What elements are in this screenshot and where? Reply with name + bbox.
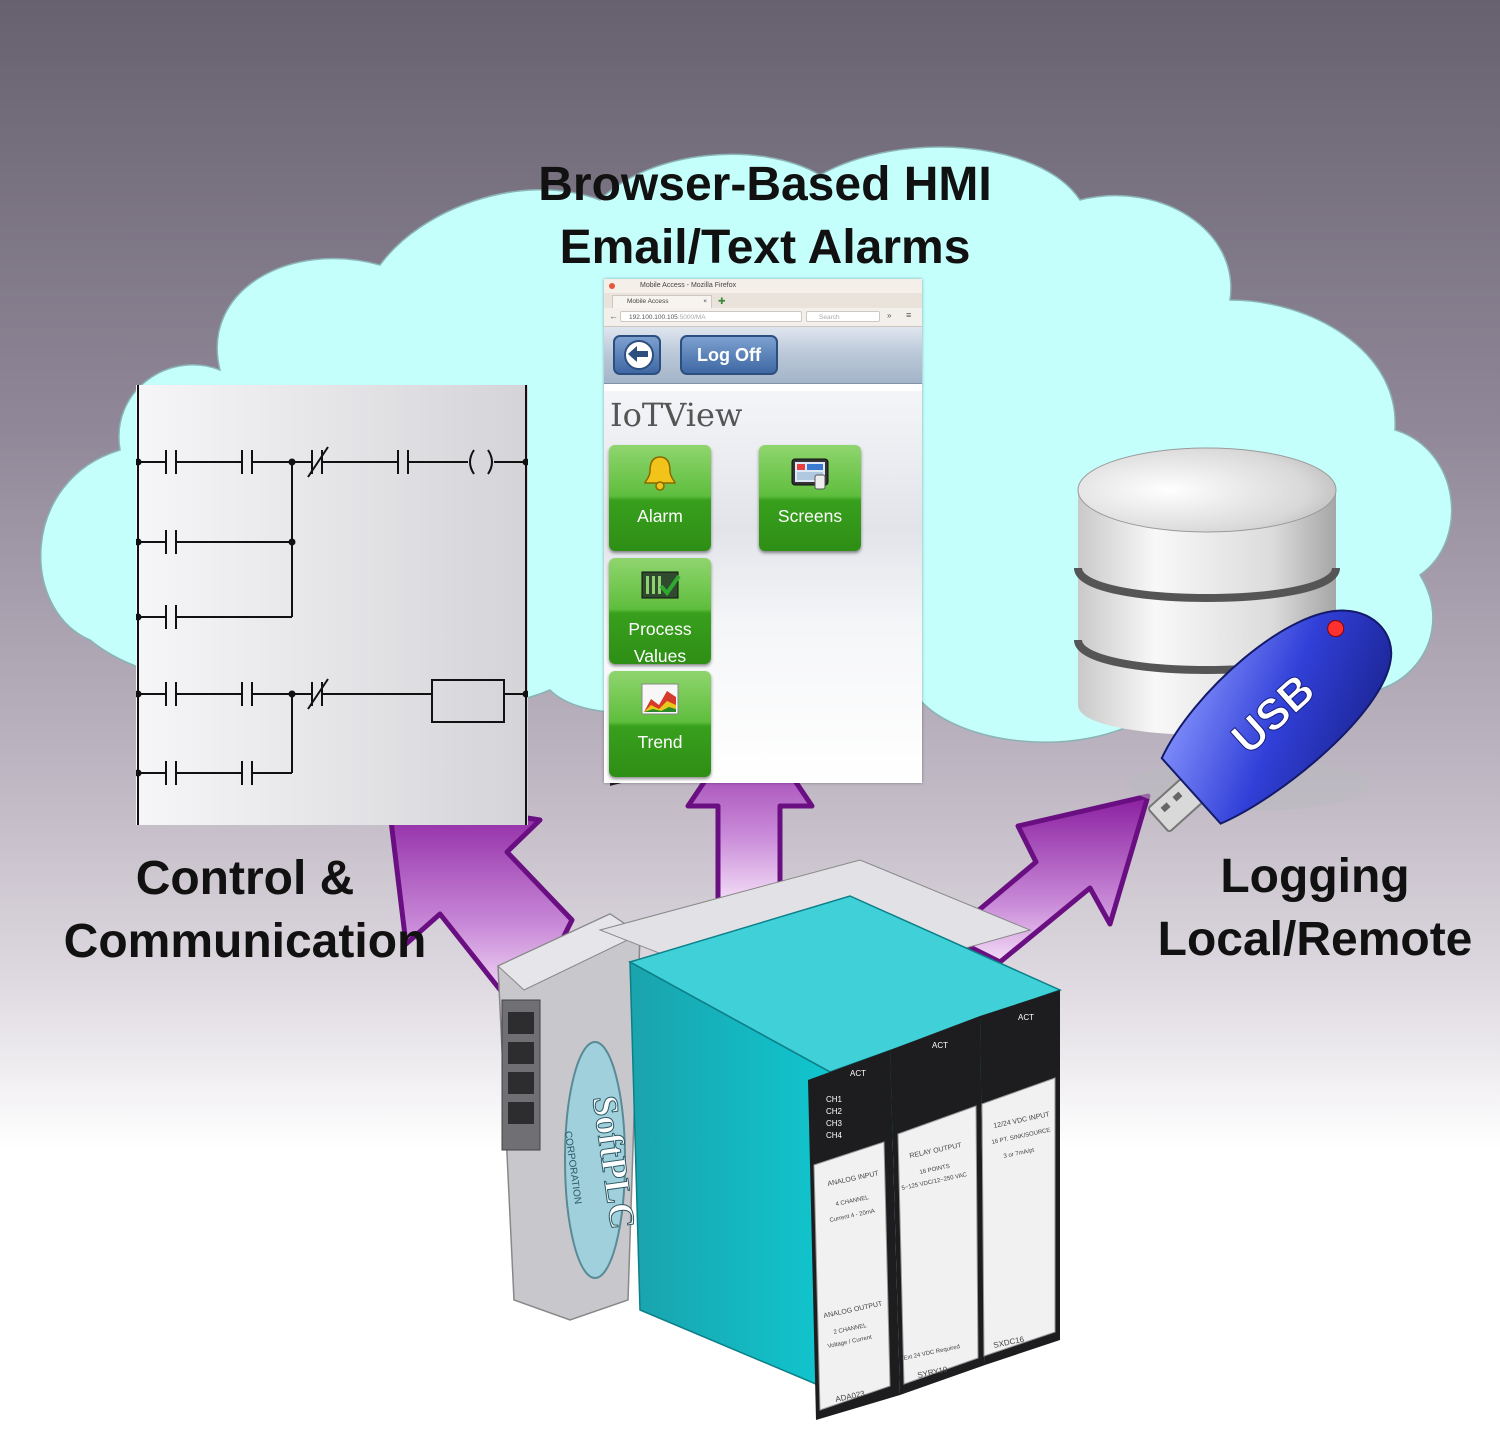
browser-window-title: Mobile Access - Mozilla Firefox [640, 282, 737, 289]
browser-tabbar: Mobile Access × ✚ [604, 293, 922, 308]
screens-icon [791, 458, 829, 490]
hmi-toolbar: Log Off [604, 327, 922, 384]
browser-back-icon[interactable]: ← [609, 311, 618, 321]
browser-navbar: ← 192.100.100.105:5000/MA Search » ≡ [604, 308, 922, 327]
module1-ch4: CH4 [826, 1131, 843, 1140]
url-suffix: :5000/MA [677, 314, 706, 321]
module1-ch3: CH3 [826, 1119, 843, 1128]
logoff-button[interactable]: Log Off [680, 335, 778, 375]
heading-top-line2: Email/Text Alarms [559, 221, 971, 274]
heading-right-line1: Logging [1220, 850, 1410, 903]
heading-left-line1: Control & [135, 852, 355, 905]
back-arrow-icon [624, 340, 654, 370]
ladder-rungs [134, 385, 530, 825]
tile-screens[interactable]: Screens [759, 445, 861, 551]
heading-left-line2: Communication [63, 915, 427, 968]
browser-titlebar: Mobile Access - Mozilla Firefox [604, 279, 922, 293]
tile-trend[interactable]: Trend [609, 671, 711, 777]
search-input[interactable]: Search [806, 311, 880, 322]
module1-status: ACT [850, 1069, 866, 1078]
ladder-diagram [134, 385, 530, 825]
usb-stick-icon [1130, 609, 1393, 833]
module2-status: ACT [932, 1041, 948, 1050]
module1-ch1: CH1 [826, 1095, 843, 1104]
tile-alarm-label: Alarm [637, 506, 683, 526]
heading-right-line2: Local/Remote [1157, 913, 1473, 966]
app-title: IoTView [610, 396, 743, 434]
new-tab-icon[interactable]: ✚ [718, 296, 726, 306]
url-bar[interactable]: 192.100.100.105:5000/MA [620, 311, 802, 322]
module1-ch2: CH2 [826, 1107, 843, 1116]
tile-screens-label: Screens [777, 506, 843, 526]
module3-status: ACT [1018, 1013, 1034, 1022]
plc-controller [497, 738, 1063, 1420]
window-close-icon[interactable] [609, 283, 615, 289]
process-values-icon [641, 571, 681, 599]
hmi-back-button[interactable] [613, 335, 661, 375]
hmi-content: IoTView Alarm Screens [604, 391, 922, 783]
back-arrow-glyph [628, 346, 648, 362]
trend-chart-icon [641, 683, 679, 715]
bell-icon [643, 456, 677, 491]
tile-trend-label: Trend [637, 732, 683, 752]
browser-tab[interactable]: Mobile Access × [612, 295, 712, 308]
tile-process-values[interactable]: Process Values [609, 558, 711, 666]
url-host: 192.100.100.105 [629, 314, 678, 321]
heading-top-line1: Browser-Based HMI [538, 158, 992, 211]
tab-close-icon[interactable]: × [703, 298, 707, 305]
hamburger-menu-icon[interactable]: ≡ [906, 310, 912, 320]
browser-window: Mobile Access - Mozilla Firefox Mobile A… [604, 279, 922, 783]
overflow-icon[interactable]: » [887, 311, 892, 320]
tile-process-label-line1: Process [628, 619, 692, 639]
tile-process-label-line2: Values [633, 646, 687, 666]
browser-tab-label: Mobile Access [627, 298, 669, 305]
tile-alarm[interactable]: Alarm [609, 445, 711, 551]
